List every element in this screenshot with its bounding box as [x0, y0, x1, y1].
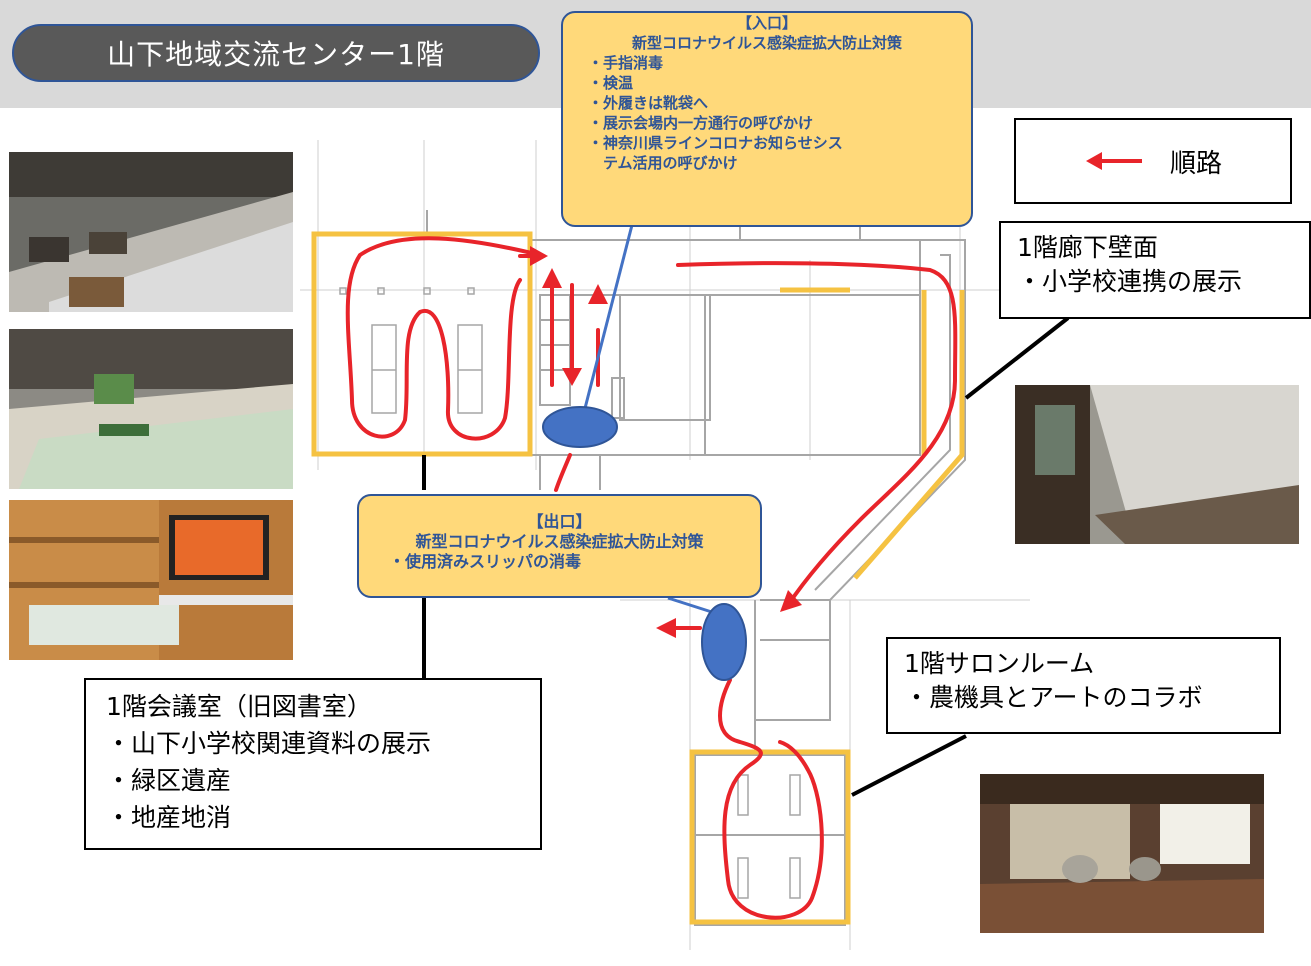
entrance-note-list: ・手指消毒 ・検温 ・外履きは靴袋へ ・展示会場内一方通行の呼びかけ ・神奈川県…	[588, 53, 971, 173]
meeting-room-title: 1階会議室（旧図書室）	[106, 692, 372, 721]
photo-corridor	[1015, 385, 1299, 544]
corridor-title: 1階廊下壁面	[1017, 233, 1158, 262]
salon-label-box: 1階サロンルーム ・農機具とアートのコラボ	[886, 637, 1281, 734]
route-arrowheads	[530, 246, 802, 638]
callout-lines	[580, 224, 719, 616]
exhibit-areas	[311, 231, 965, 925]
entrance-note-item: テム活用の呼びかけ	[588, 154, 738, 172]
entrance-marker	[542, 406, 618, 448]
photo-local-products	[9, 500, 293, 660]
entrance-note-item: ・検温	[588, 74, 634, 92]
entrance-note-subheading: 新型コロナウイルス感染症拡大防止対策	[631, 34, 902, 52]
entrance-note: 【入口】 新型コロナウイルス感染症拡大防止対策 ・手指消毒 ・検温 ・外履きは靴…	[561, 11, 973, 227]
legend-label: 順路	[1169, 148, 1222, 179]
salon-title: 1階サロンルーム	[904, 649, 1095, 678]
route-arrow-icon	[1085, 152, 1142, 170]
exit-note-item: ・使用済みスリッパの消毒	[389, 552, 582, 571]
leader-lines	[422, 316, 1070, 797]
entrance-note-item: ・手指消毒	[588, 54, 664, 72]
corridor-item: ・小学校連携の展示	[1017, 267, 1243, 296]
photo-salon-room	[980, 774, 1264, 933]
page-title: 山下地域交流センター1階	[12, 24, 540, 82]
photo-map-display	[9, 329, 293, 489]
exit-note-heading: 【出口】	[527, 512, 592, 531]
entrance-note-item: ・神奈川県ラインコロナお知らせシス	[588, 134, 843, 152]
photo-display-tables	[9, 152, 293, 312]
meeting-room-item: ・山下小学校関連資料の展示	[106, 729, 432, 758]
entrance-note-heading: 【入口】	[736, 14, 797, 32]
exit-note-subheading: 新型コロナウイルス感染症拡大防止対策	[415, 532, 704, 551]
meeting-room-item: ・緑区遺産	[106, 766, 232, 795]
room-furniture	[339, 287, 801, 899]
meeting-room-item: ・地産地消	[106, 803, 232, 832]
exit-note: 【出口】 新型コロナウイルス感染症拡大防止対策 ・使用済みスリッパの消毒	[357, 494, 762, 598]
exit-marker	[701, 603, 747, 681]
exit-note-list: ・使用済みスリッパの消毒	[389, 552, 760, 572]
legend: 順路	[1014, 118, 1292, 204]
entrance-note-item: ・展示会場内一方通行の呼びかけ	[588, 114, 814, 132]
route-paths	[345, 236, 958, 920]
corridor-label-box: 1階廊下壁面 ・小学校連携の展示	[999, 221, 1311, 319]
meeting-room-label-box: 1階会議室（旧図書室） ・山下小学校関連資料の展示 ・緑区遺産 ・地産地消	[84, 678, 542, 850]
salon-item: ・農機具とアートのコラボ	[904, 683, 1203, 712]
entrance-note-item: ・外履きは靴袋へ	[588, 94, 709, 112]
